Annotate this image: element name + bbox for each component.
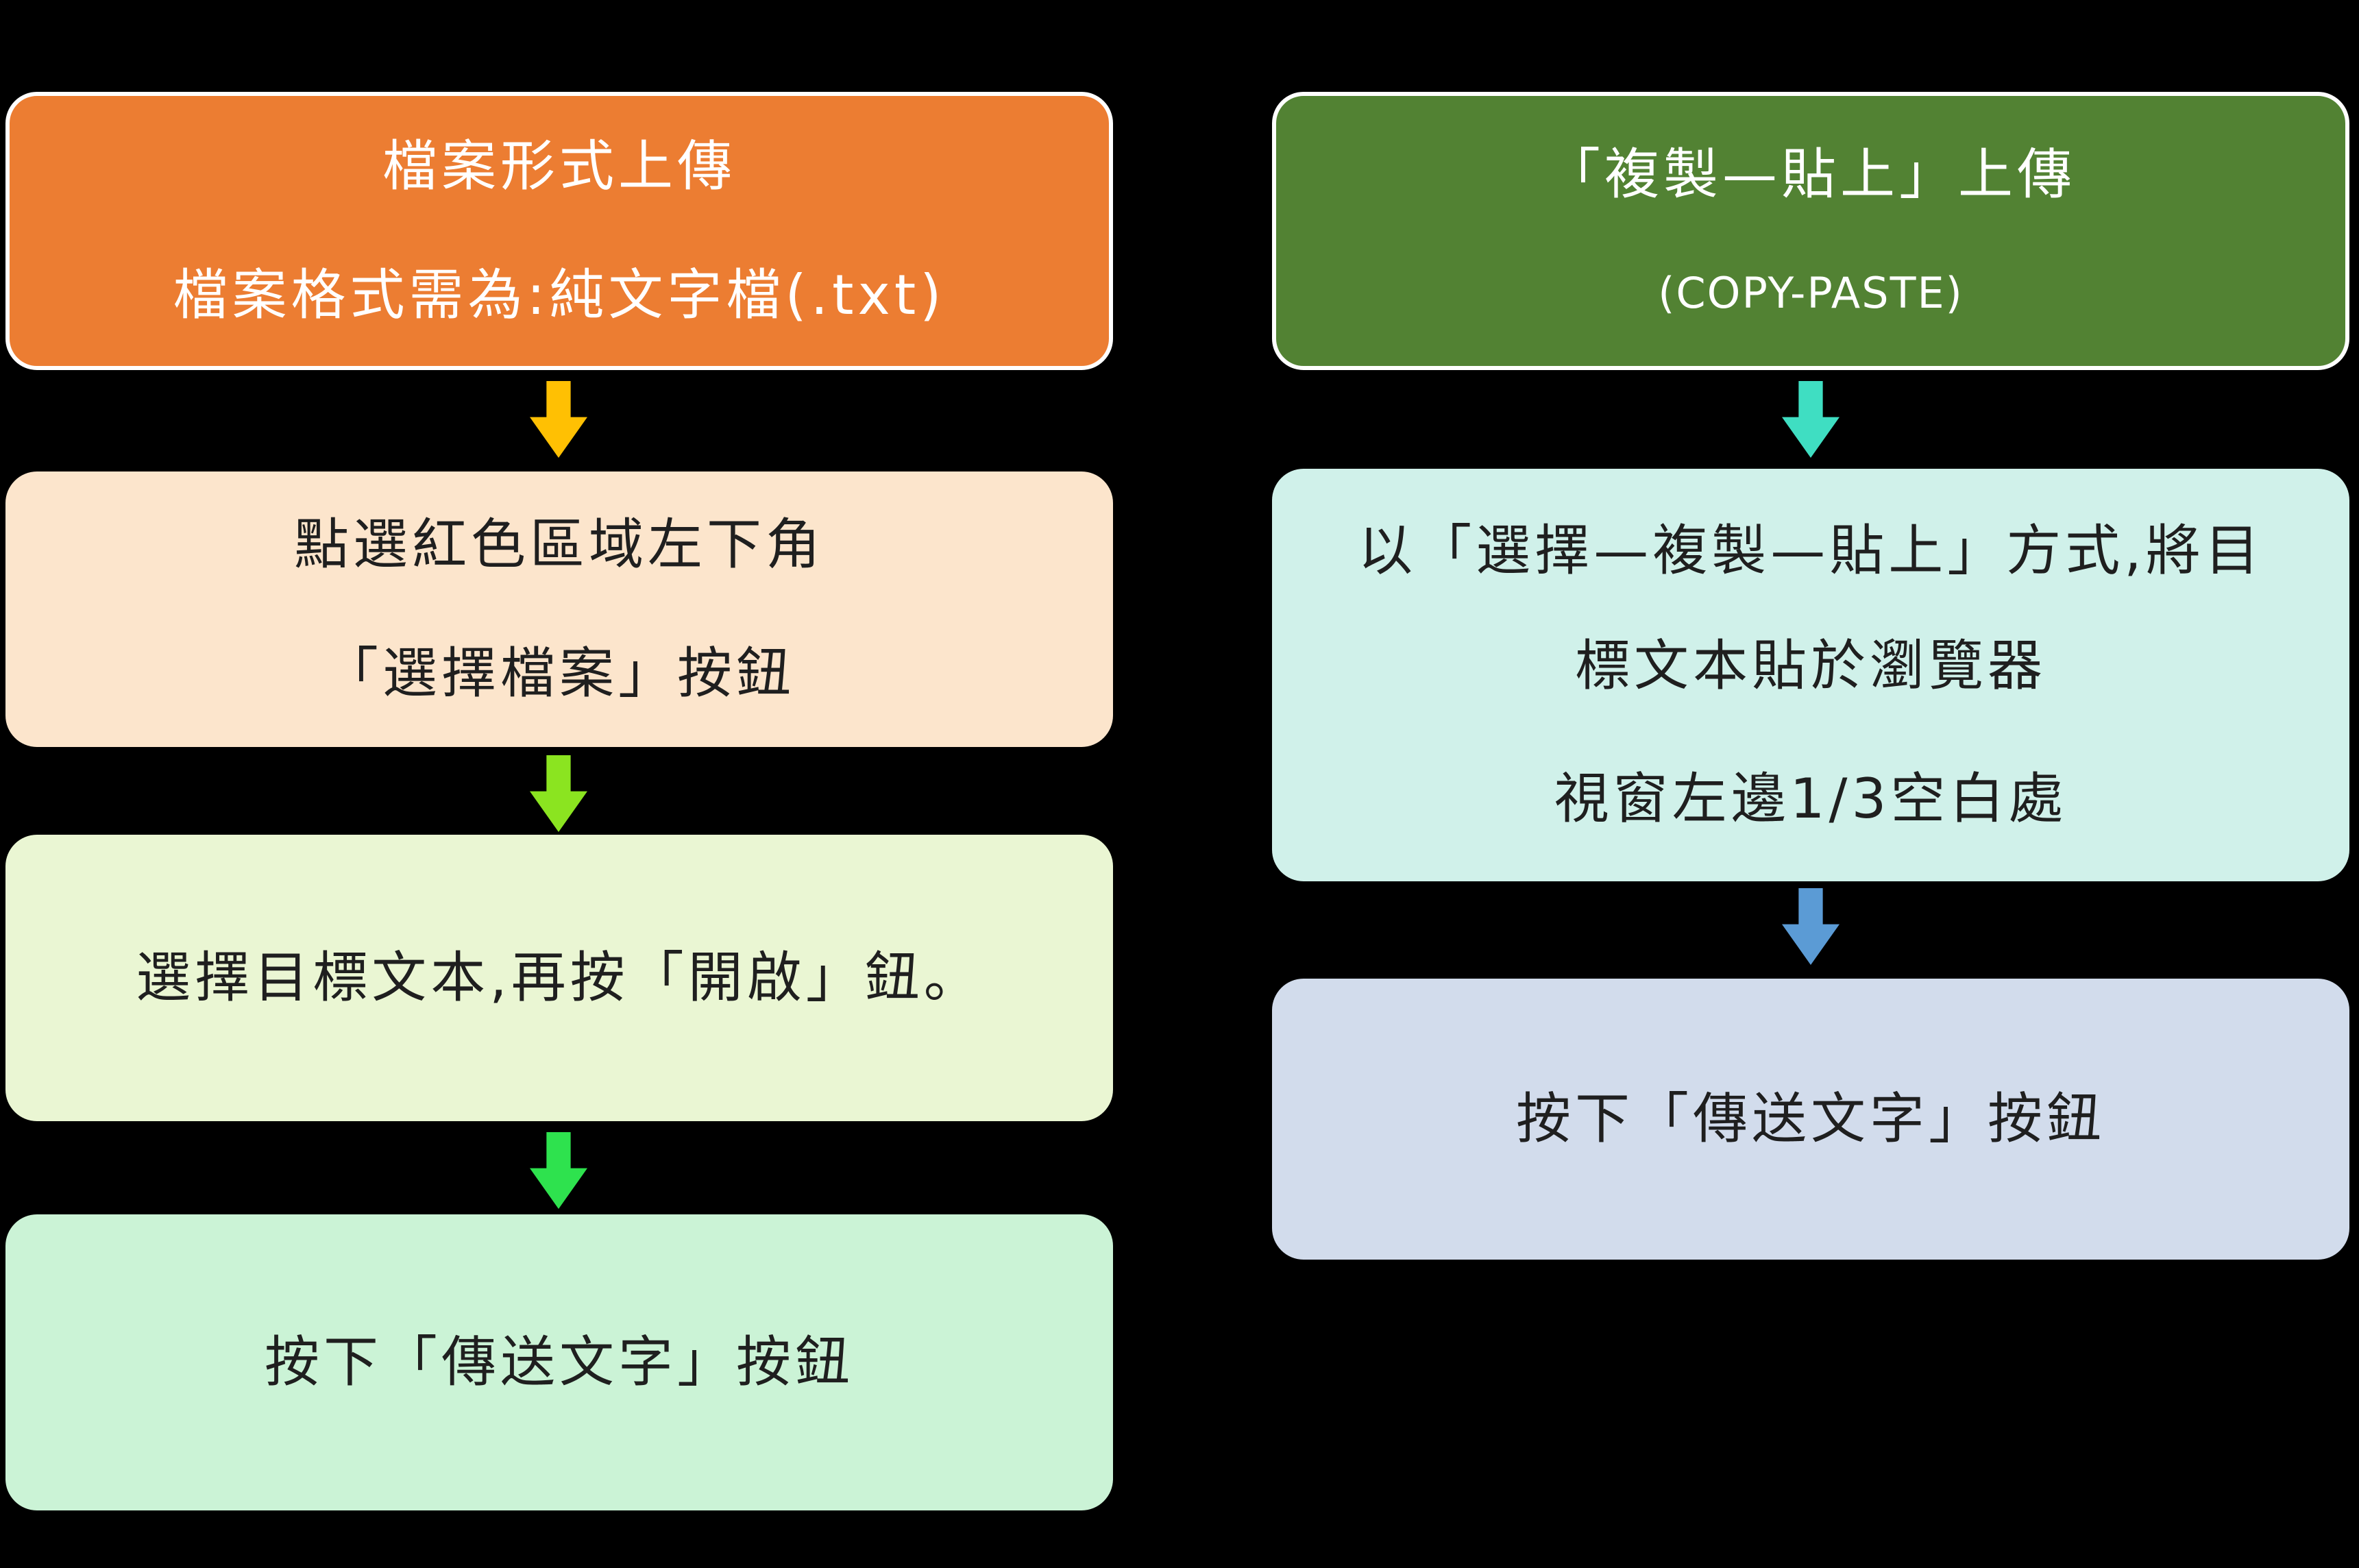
send-text-step-box-left: 按下「傳送文字」按鈕: [5, 1214, 1113, 1510]
down-arrow-icon: [530, 1132, 587, 1209]
copy-paste-title: 「複製—貼上」上傳: [1545, 143, 2076, 206]
select-file-step-line2: 「選擇檔案」按鈕: [323, 641, 795, 705]
paste-into-browser-step-box: 以「選擇—複製—貼上」方式,將目 標文本貼於瀏覽器 視窗左邊1/3空白處: [1272, 469, 2349, 881]
open-target-text-step-line: 選擇目標文本,再按「開啟」鈕。: [136, 946, 983, 1009]
down-arrow-icon: [1782, 888, 1839, 965]
copy-paste-header-box: 「複製—貼上」上傳 (COPY-PASTE): [1272, 92, 2349, 370]
open-target-text-step-box: 選擇目標文本,再按「開啟」鈕。: [5, 835, 1113, 1121]
down-arrow-icon: [530, 381, 587, 458]
paste-step-line3: 視窗左邊1/3空白處: [1554, 767, 2068, 831]
file-upload-header-box: 檔案形式上傳 檔案格式需為:純文字檔(.txt): [5, 92, 1113, 370]
select-file-step-line1: 點選紅色區域左下角: [294, 513, 824, 576]
copy-paste-subtitle: (COPY-PASTE): [1658, 268, 1964, 318]
send-text-step-line-left: 按下「傳送文字」按鈕: [265, 1330, 854, 1394]
select-file-step-box: 點選紅色區域左下角 「選擇檔案」按鈕: [5, 471, 1113, 747]
down-arrow-icon: [530, 755, 587, 832]
file-upload-title: 檔案形式上傳: [382, 134, 736, 198]
file-format-requirement: 檔案格式需為:純文字檔(.txt): [173, 263, 946, 327]
send-text-step-box-right: 按下「傳送文字」按鈕: [1272, 979, 2349, 1260]
send-text-step-line-right: 按下「傳送文字」按鈕: [1516, 1087, 2105, 1151]
down-arrow-icon: [1782, 381, 1839, 458]
paste-step-line1: 以「選擇—複製—貼上」方式,將目: [1358, 519, 2264, 583]
paste-step-line2: 標文本貼於瀏覽器: [1575, 634, 2046, 698]
